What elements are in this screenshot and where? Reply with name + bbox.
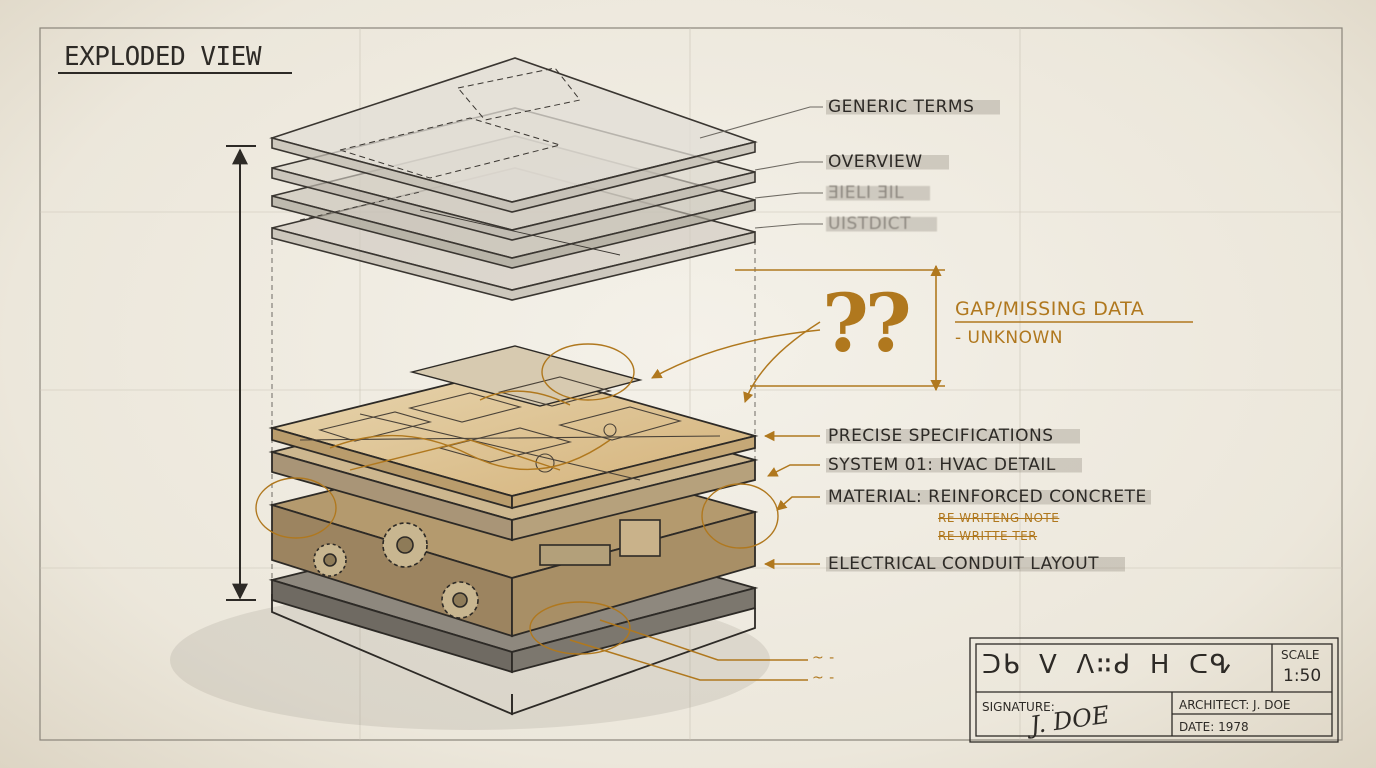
label-precise-specifications: PRECISE SPECIFICATIONS (826, 426, 1080, 446)
label-illegible-2: UISTDICT (826, 214, 937, 234)
label-gap-unknown: - UNKNOWN (955, 328, 1063, 348)
label-gap-missing-data: GAP/MISSING DATA (955, 298, 1145, 320)
label-rewrite-note-1: RE-WRITENG NOTE (938, 511, 1060, 525)
label-overview: OVERVIEW (826, 152, 949, 172)
scale-value: 1:50 (1283, 666, 1322, 686)
top-floor-plan (409, 345, 643, 407)
upper-plates (269, 57, 758, 301)
title-block-frame (969, 637, 1339, 743)
label-material: MATERIAL: REINFORCED CONCRETE (826, 487, 1151, 507)
leader-lines (699, 106, 823, 229)
gap-question-marks: ?? (822, 276, 912, 370)
page-title: EXPLODED VIEW (64, 42, 262, 72)
height-dimension (226, 145, 256, 601)
gap-bracket (735, 264, 1193, 392)
floor-plan-detail (299, 376, 721, 481)
label-trailing-2: ~ - (812, 670, 835, 686)
date-field: DATE: 1978 (1179, 720, 1249, 734)
label-electrical-conduit: ELECTRICAL CONDUIT LAYOUT (826, 554, 1126, 574)
amber-annotations (255, 343, 779, 655)
label-illegible-1: ƎIELI ƎIL (826, 183, 931, 203)
gears (313, 519, 661, 619)
label-system-hvac: SYSTEM 01: HVAC DETAIL (826, 455, 1082, 475)
sheet-frame (39, 27, 1343, 741)
label-trailing-1: ~ - (812, 650, 835, 666)
signature-label: SIGNATURE: (982, 700, 1055, 714)
scale-label: SCALE (1281, 648, 1320, 662)
title-block-scrawl: ᑐᑲ ᐯ ᐱ∷ᑯ ᕼ ᑕᕴ (982, 650, 1234, 680)
amber-leaders (569, 321, 821, 681)
label-generic-terms: GENERIC TERMS (826, 97, 1001, 117)
label-rewrite-note-2: RE-WRITTE TER (938, 529, 1038, 543)
architect-field: ARCHITECT: J. DOE (1179, 698, 1291, 712)
